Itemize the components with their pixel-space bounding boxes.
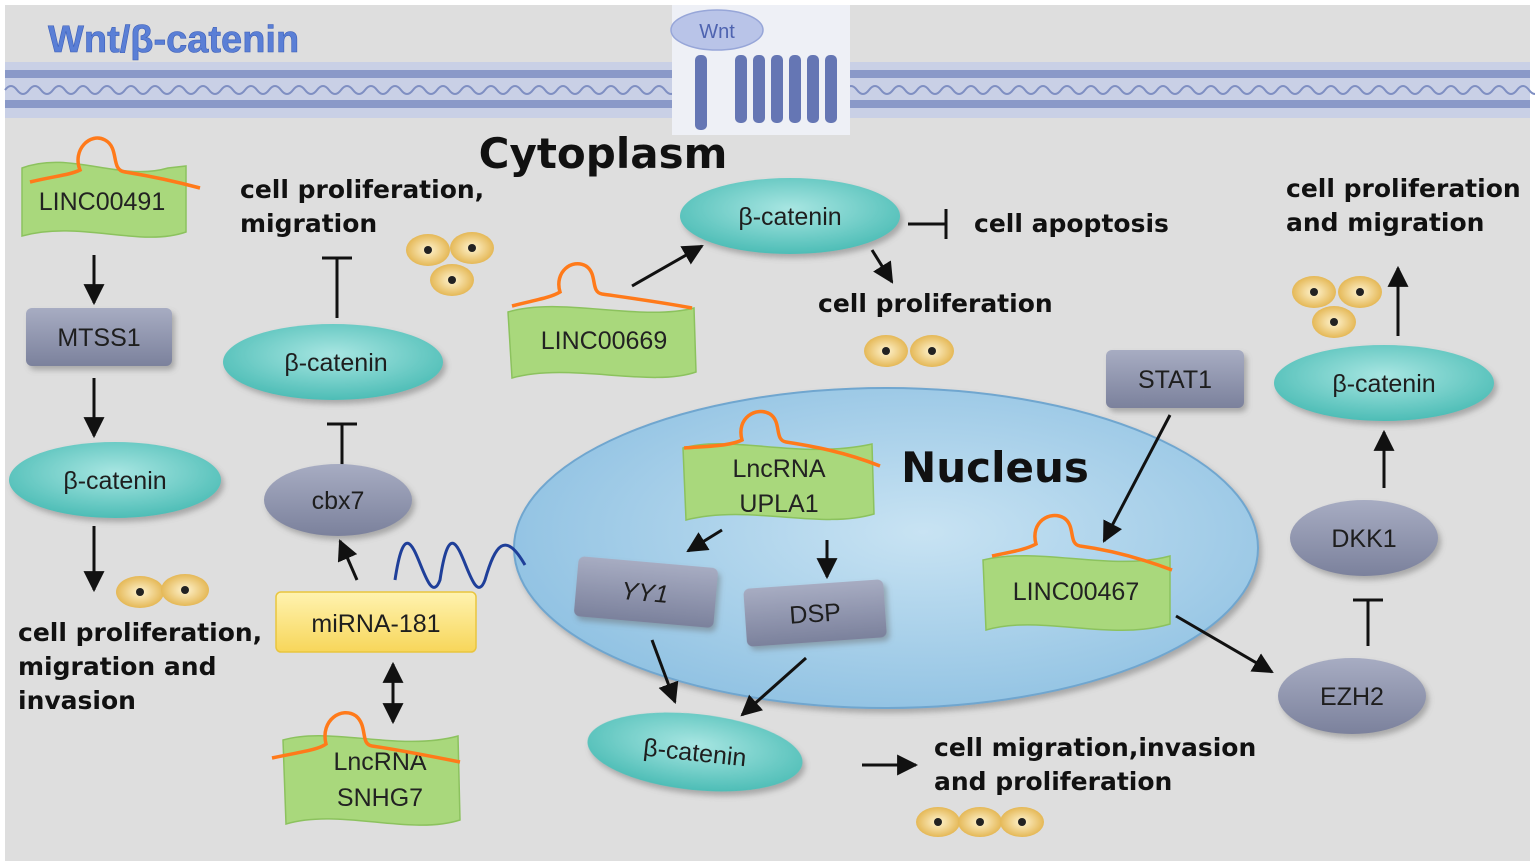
svg-text:DSP: DSP [789, 598, 842, 630]
wnt-ligand [670, 9, 764, 51]
outcome-right: cell proliferation and migration [1286, 174, 1521, 237]
outcome-apoptosis: cell apoptosis [974, 209, 1169, 238]
node-ezh2: EZH2 [1278, 658, 1426, 734]
svg-text:miRNA-181: miRNA-181 [311, 610, 440, 638]
inhibit-bcatenin-apoptosis [908, 209, 948, 239]
svg-text:STAT1: STAT1 [1138, 366, 1212, 394]
svg-text:migration and: migration and [18, 652, 216, 681]
node-dkk1: DKK1 [1290, 500, 1438, 576]
arrow-mirna-cbx7 [337, 539, 359, 581]
lncrna-snhg7: LncRNA SNHG7 [271, 711, 461, 826]
node-beta-catenin-mid-left: β-catenin [223, 324, 443, 400]
linc00491-label: LINC00491 [39, 188, 165, 216]
svg-text:β-catenin: β-catenin [1332, 370, 1435, 398]
nucleus [513, 387, 1259, 709]
outcome-left: cell proliferation, migration and invasi… [18, 618, 262, 715]
inhibit-cbx7-bcatenin [327, 422, 357, 468]
lncrna-linc00491: LINC00491 [21, 136, 201, 238]
svg-text:LINC00669: LINC00669 [541, 327, 667, 355]
cells-left [116, 574, 209, 608]
arrow-bcatenin-proliferation [870, 249, 894, 284]
inhibit-bcatenin-outcome [322, 256, 352, 318]
svg-text:cell migration,invasion: cell migration,invasion [934, 733, 1256, 762]
arrow-yy1-bcatenin [650, 639, 679, 704]
node-mirna-181: miRNA-181 [275, 591, 477, 653]
cytoplasm-label: Cytoplasm [479, 129, 728, 178]
svg-text:and migration: and migration [1286, 208, 1484, 237]
svg-text:migration: migration [240, 209, 377, 238]
cells-right [1292, 276, 1382, 338]
cells-bottom [916, 807, 1044, 837]
svg-text:YY1: YY1 [620, 577, 670, 609]
nucleus-label: Nucleus [901, 443, 1089, 492]
outcome-mid-left: cell proliferation, migration [240, 175, 484, 238]
node-stat1: STAT1 [1106, 350, 1244, 408]
svg-text:cbx7: cbx7 [312, 487, 365, 515]
node-yy1: YY1 [574, 556, 718, 628]
arrow-linc00669-bcatenin [631, 244, 704, 288]
node-mtss1: MTSS1 [26, 308, 172, 366]
outcome-proliferation: cell proliferation [818, 289, 1053, 318]
diagram-title: Wnt/β-catenin [48, 19, 299, 61]
svg-text:and proliferation: and proliferation [934, 767, 1172, 796]
arrow-upla1-yy1 [686, 528, 723, 553]
svg-text:invasion: invasion [18, 686, 136, 715]
arrow-dsp-bcatenin [740, 656, 807, 717]
node-dsp: DSP [743, 579, 887, 647]
svg-text:cell proliferation,: cell proliferation, [240, 175, 484, 204]
svg-text:cell proliferation: cell proliferation [1286, 174, 1521, 203]
svg-text:cell proliferation,: cell proliferation, [18, 618, 262, 647]
outcome-bottom: cell migration,invasion and proliferatio… [934, 733, 1256, 796]
svg-text:DKK1: DKK1 [1331, 525, 1396, 553]
mirna-strand [393, 541, 527, 589]
cells-top-center [864, 335, 954, 367]
svg-text:MTSS1: MTSS1 [57, 324, 140, 352]
cells-mid-left [406, 232, 494, 296]
node-beta-catenin-right: β-catenin [1274, 345, 1494, 421]
svg-text:SNHG7: SNHG7 [337, 784, 423, 812]
wnt-label: Wnt [699, 21, 735, 43]
lncrna-linc00467: LINC00467 [982, 513, 1173, 632]
node-beta-catenin-top: β-catenin [680, 178, 900, 254]
arrow-linc00467-ezh2 [1175, 614, 1274, 674]
svg-text:UPLA1: UPLA1 [739, 490, 818, 518]
node-beta-catenin-bottom: β-catenin [587, 712, 803, 792]
node-cbx7: cbx7 [264, 464, 412, 536]
svg-text:LINC00467: LINC00467 [1013, 578, 1139, 606]
lncrna-linc00669: LINC00669 [507, 262, 697, 379]
svg-text:LncRNA: LncRNA [732, 455, 825, 483]
node-beta-catenin-left: β-catenin [9, 442, 221, 518]
svg-text:β-catenin: β-catenin [63, 467, 166, 495]
frizzled-receptor: Wnt [670, 5, 850, 135]
svg-text:EZH2: EZH2 [1320, 683, 1384, 711]
svg-text:β-catenin: β-catenin [738, 203, 841, 231]
svg-text:β-catenin: β-catenin [284, 349, 387, 377]
lncrna-upla1: LncRNA UPLA1 [682, 409, 881, 521]
inhibit-ezh2-dkk1 [1353, 598, 1383, 646]
arrow-stat1-linc00467 [1102, 414, 1172, 543]
